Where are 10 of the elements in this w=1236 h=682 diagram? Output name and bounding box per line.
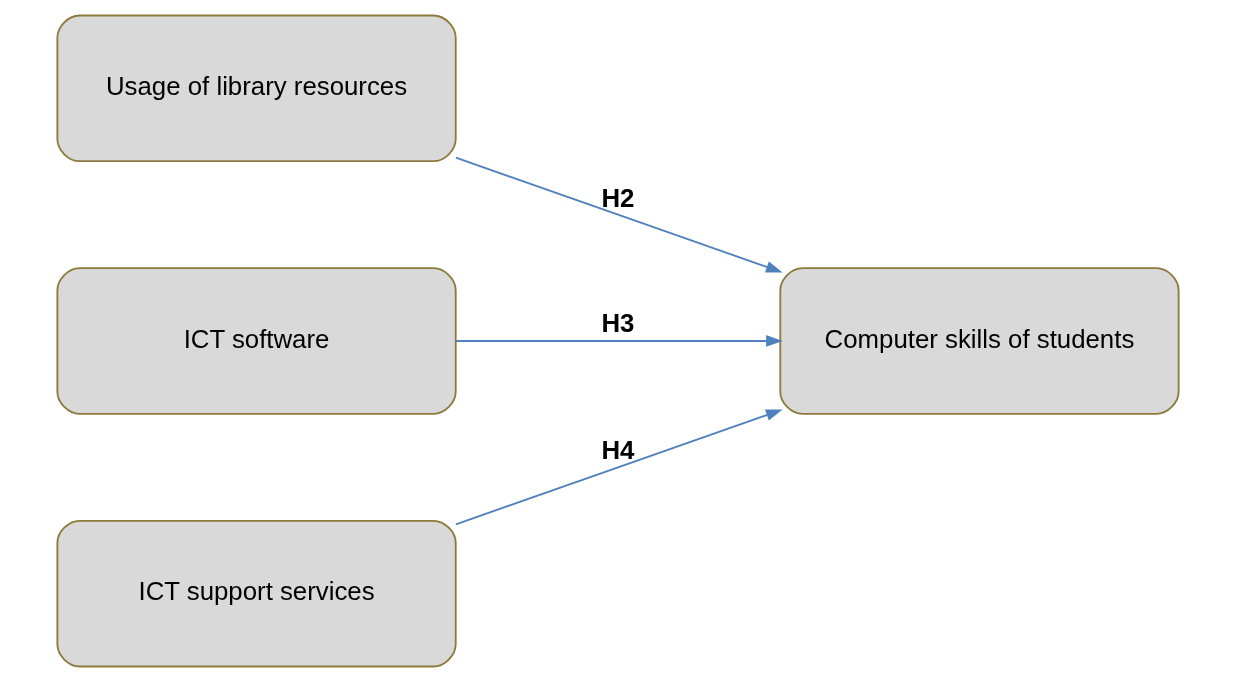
- node-box: ICT support services: [56, 519, 457, 668]
- node-box: ICT software: [56, 267, 457, 415]
- arrow: [454, 335, 783, 347]
- arrow: [454, 409, 783, 526]
- edge-label: H2: [601, 183, 635, 212]
- edge-label: H4: [601, 436, 635, 465]
- node-box: Usage of library resources: [56, 14, 457, 163]
- edge-label: H3: [601, 309, 635, 338]
- arrow: [454, 156, 783, 273]
- node-box: Computer skills of students: [779, 267, 1180, 415]
